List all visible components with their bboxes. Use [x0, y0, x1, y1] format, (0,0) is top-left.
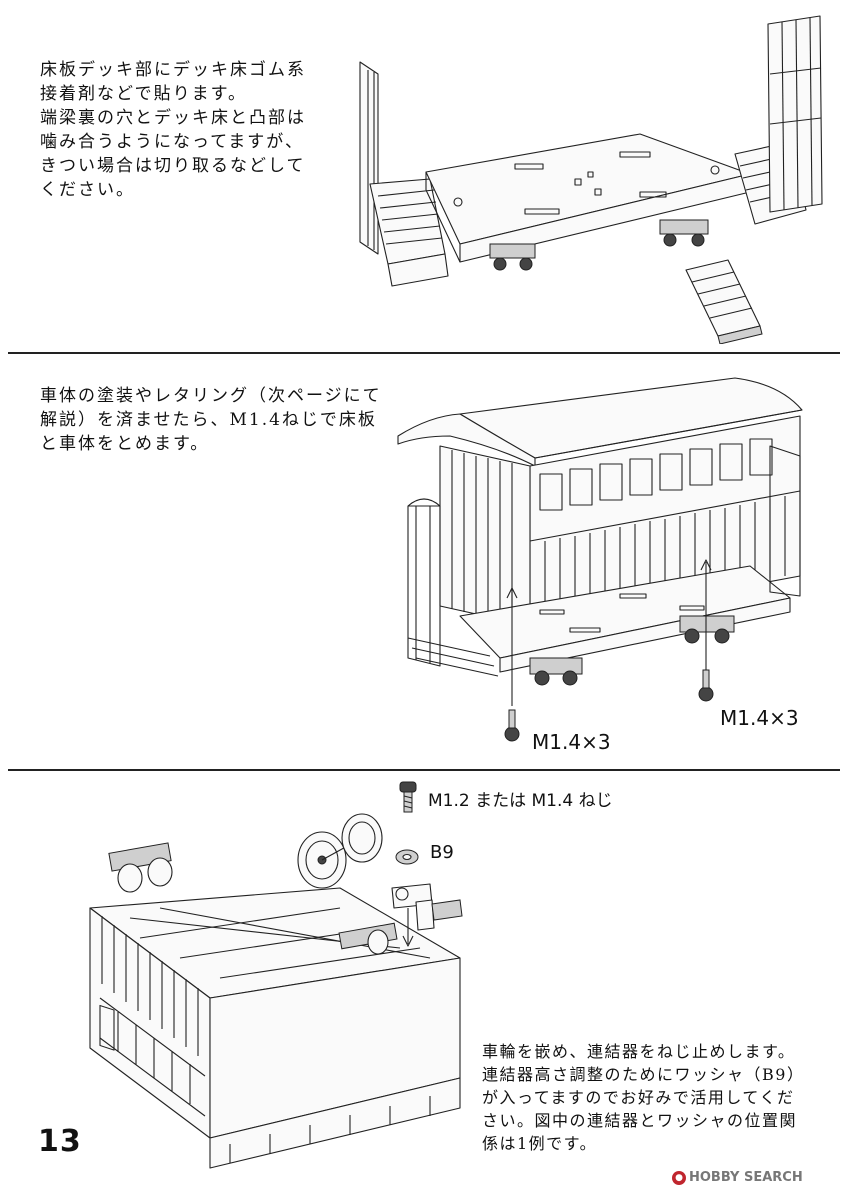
floor-deck-illustration [359, 15, 823, 344]
screw-icon [399, 781, 417, 813]
deck-floor-instructions: 床板デッキ部にデッキ床ゴム系 接着剤などで貼ります。 端梁裏の穴とデッキ床と凸部… [40, 60, 306, 200]
hobby-search-logo-icon: ● [672, 1170, 686, 1185]
watermark: ● HOBBY SEARCH [672, 1170, 803, 1185]
washer-label: B9 [430, 842, 454, 863]
section-divider [8, 352, 840, 354]
page-number: 13 [38, 1124, 82, 1159]
wheels-coupler-instructions: 車輪を嵌め、連結器をねじ止めします。 連結器高さ調整のためにワッシャ（B9） が… [482, 1042, 805, 1153]
screw-icon [504, 709, 520, 742]
underframe-illustration [89, 813, 463, 1169]
screw-icon [698, 669, 714, 702]
washer-icon [395, 849, 419, 865]
section-divider [8, 769, 840, 771]
screw-label-left: M1.4×3 [532, 730, 611, 754]
watermark-text: HOBBY SEARCH [689, 1170, 803, 1185]
screw-label-right: M1.4×3 [720, 706, 799, 730]
car-body-illustration [397, 377, 803, 742]
body-mount-instructions: 車体の塗装やレタリング（次ページにて 解説）を済ませたら、M1.4ねじで床板 と… [40, 386, 382, 454]
wheelset-icon [297, 813, 383, 889]
coupler-icon [391, 883, 463, 931]
screw-spec-label: M1.2 または M1.4 ねじ [428, 791, 613, 811]
